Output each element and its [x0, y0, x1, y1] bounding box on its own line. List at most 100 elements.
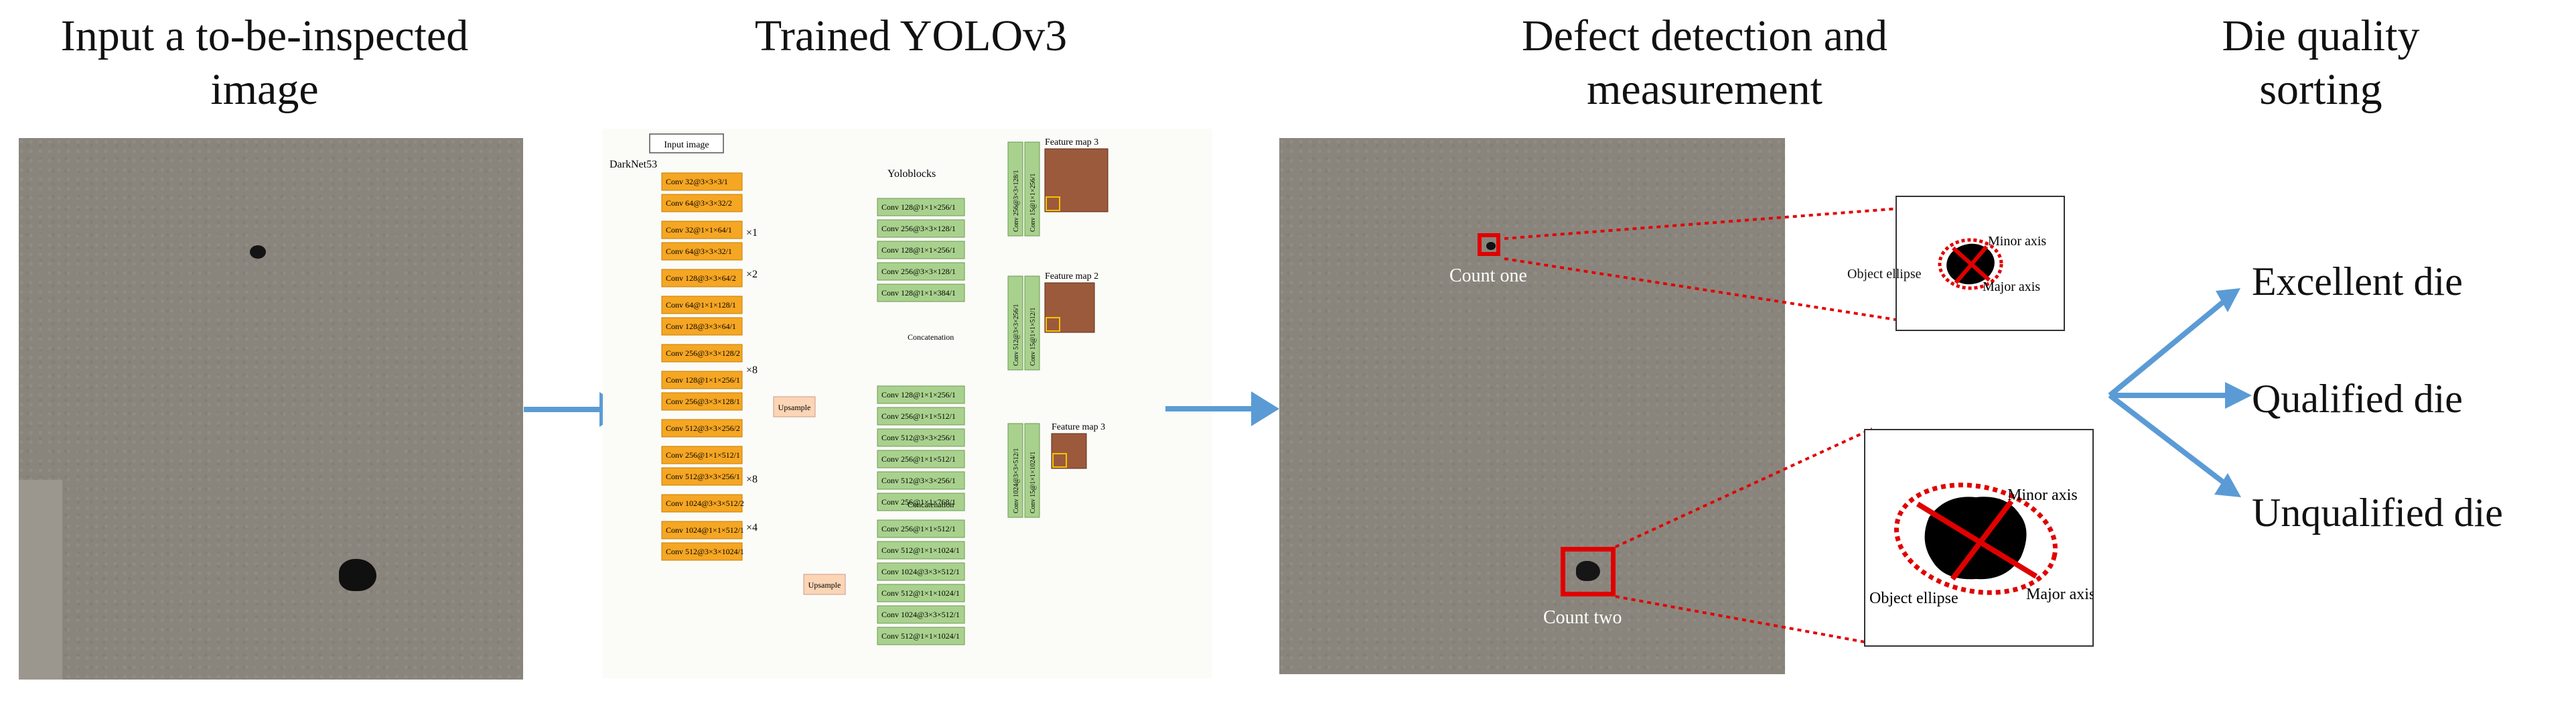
- feature-map-label-2: Feature map 3: [1052, 422, 1105, 432]
- darknet-layer-7-label: Conv 256@3×3×128/2: [666, 348, 740, 358]
- head-layer-1-label: Conv 15@1×1×256/1: [1029, 174, 1037, 232]
- yolo-layer-9-label: Conv 512@3×3×256/1: [881, 476, 956, 485]
- inset-two-major-axis: Major axis: [2026, 586, 2093, 603]
- yolo-layer-7-label: Conv 512@3×3×256/1: [881, 433, 956, 442]
- darknet-layer-12-label: Conv 512@3×3×256/1: [666, 472, 740, 481]
- yolo-layer-1-label: Conv 256@3×3×128/1: [881, 224, 956, 233]
- darknet-layer-13-label: Conv 1024@3×3×512/2: [666, 499, 744, 508]
- head-layer-3-box: [1024, 275, 1040, 371]
- yolo-layer-3-label: Conv 256@3×3×128/1: [881, 267, 956, 276]
- yolo-layer-16-label: Conv 512@1×1×1024/1: [881, 631, 960, 641]
- inset-one-svg: Minor axis Major axis: [1938, 234, 2046, 294]
- head-layer-0-box: [1007, 141, 1023, 237]
- yolo-layer-13-label: Conv 1024@3×3×512/1: [881, 567, 960, 576]
- stage-title-yolo: Trained YOLOv3: [754, 11, 1068, 60]
- sort-excellent-die: Excellent die: [2252, 259, 2463, 304]
- head-layer-4-box: [1007, 423, 1023, 518]
- yolo-layer-10-box: [877, 493, 965, 511]
- yolo-layer-9-box: [877, 471, 965, 490]
- feature-map-grid-0: [1044, 148, 1108, 212]
- inset-two-svg: Minor axis Major axis Object ellipse: [1869, 483, 2095, 607]
- concatenation-label-2: Concatenation: [908, 500, 954, 509]
- head-layer-1-box: [1024, 141, 1040, 237]
- darknet-layer-13-box: [661, 494, 743, 513]
- stage-title-detection: Defect detection and measurement: [1521, 11, 1888, 114]
- yolo-layer-2-box: [877, 241, 965, 259]
- darknet-layer-10-box: [661, 419, 743, 438]
- sort-unqualified-die: Unqualified die: [2252, 491, 2503, 535]
- yolo-layer-14-box: [877, 584, 965, 602]
- feature-map-label-0: Feature map 3: [1045, 137, 1098, 147]
- upsample-label-2: Upsample: [808, 580, 841, 590]
- yolo-layer-4-label: Conv 128@1×1×384/1: [881, 288, 956, 298]
- yolo-layer-6-label: Conv 256@1×1×512/1: [881, 411, 956, 421]
- count-one-label: Count one: [1449, 265, 1527, 286]
- arrow-input-to-yolo: [524, 407, 601, 412]
- yolo-layer-14-label: Conv 512@1×1×1024/1: [881, 588, 960, 598]
- multiplier-4: ×4: [746, 522, 758, 533]
- sort-qualified-die: Qualified die: [2252, 377, 2463, 421]
- darknet-layer-14-box: [661, 521, 743, 539]
- darknet-layer-4-label: Conv 128@3×3×64/2: [666, 273, 736, 283]
- darknet-layer-9-box: [661, 392, 743, 411]
- yolo-layer-8-box: [877, 450, 965, 468]
- inset-two-object-ellipse: Object ellipse: [1869, 590, 1958, 607]
- input-defect-large: [339, 559, 376, 591]
- arrowhead-yolo-to-detection: [1251, 391, 1279, 426]
- darknet-layer-8-label: Conv 128@1×1×256/1: [666, 375, 740, 385]
- yolo-layer-12-label: Conv 512@1×1×1024/1: [881, 546, 960, 555]
- yolo-layer-12-box: [877, 541, 965, 560]
- detection-image: Count one Count two: [1279, 138, 1785, 674]
- darknet-layer-10-label: Conv 512@3×3×256/2: [666, 424, 740, 433]
- darknet-layer-2-box: [661, 220, 743, 239]
- yolo-architecture: Input image DarkNet53 Yoloblocks Conv 32…: [603, 129, 1212, 678]
- yolo-layer-0-label: Conv 128@1×1×256/1: [881, 202, 956, 212]
- yolo-diagram-svg: Input image DarkNet53 Yoloblocks Conv 32…: [610, 133, 1108, 645]
- darknet-layer-15-box: [661, 542, 743, 561]
- input-image: [19, 138, 523, 680]
- darknet-layer-0-label: Conv 32@3×3×3/1: [666, 177, 728, 186]
- sorting-arrows: [2108, 288, 2252, 497]
- inset-two-minor-axis: Minor axis: [2007, 487, 2078, 504]
- yolo-layer-2-label: Conv 128@1×1×256/1: [881, 245, 956, 255]
- darknet-layer-7-box: [661, 344, 743, 363]
- darknet-layer-12-box: [661, 467, 743, 486]
- input-defect-small: [250, 245, 266, 259]
- yolo-layer-0-box: [877, 198, 965, 216]
- arrow-yolo-to-detection: [1165, 406, 1253, 411]
- feature-map-cell-0: [1046, 196, 1060, 211]
- darknet-layer-11-label: Conv 256@1×1×512/1: [666, 450, 740, 460]
- darknet-layer-14-label: Conv 1024@1×1×512/1: [666, 525, 744, 535]
- zoom-inset-one: Minor axis Major axis: [1895, 196, 2065, 331]
- darknet-layer-6-box: [661, 317, 743, 336]
- darknet-layer-5-box: [661, 296, 743, 314]
- count-two-label: Count two: [1543, 607, 1622, 628]
- darknet-layer-9-label: Conv 256@3×3×128/1: [666, 397, 740, 406]
- darknet-layer-4-box: [661, 269, 743, 287]
- multiplier-2: ×8: [746, 365, 758, 376]
- yolo-layer-15-box: [877, 605, 965, 624]
- head-layer-2-label: Conv 512@3×3×256/1: [1013, 304, 1020, 366]
- darknet-layer-11-box: [661, 446, 743, 464]
- yolo-layer-5-label: Conv 128@1×1×256/1: [881, 390, 956, 399]
- stage-title-input: Input a to-be-inspected image: [60, 11, 469, 114]
- stage-title-sorting: Die quality sorting: [2222, 11, 2420, 114]
- yolo-layer-13-box: [877, 562, 965, 581]
- feature-map-cell-1: [1046, 317, 1060, 332]
- input-image-label: Input image: [664, 140, 709, 150]
- darknet-layer-1-box: [661, 194, 743, 212]
- yolo-layer-10-label: Conv 256@1×1×768/1: [881, 497, 956, 507]
- multiplier-1: ×2: [746, 269, 758, 280]
- darknet-layer-1-label: Conv 64@3×3×32/2: [666, 198, 732, 208]
- yolo-layer-15-label: Conv 1024@3×3×512/1: [881, 610, 960, 619]
- detect-box-two: [1561, 547, 1616, 596]
- darknet-layer-5-label: Conv 64@1×1×128/1: [666, 300, 736, 310]
- darknet-layer-3-label: Conv 64@3×3×32/1: [666, 247, 732, 256]
- yolo-layer-11-label: Conv 256@1×1×512/1: [881, 524, 956, 533]
- yolo-layer-8-label: Conv 256@1×1×512/1: [881, 454, 956, 464]
- yoloblocks-label: Yoloblocks: [887, 168, 936, 180]
- head-layer-0-label: Conv 256@3×3×128/1: [1013, 170, 1020, 232]
